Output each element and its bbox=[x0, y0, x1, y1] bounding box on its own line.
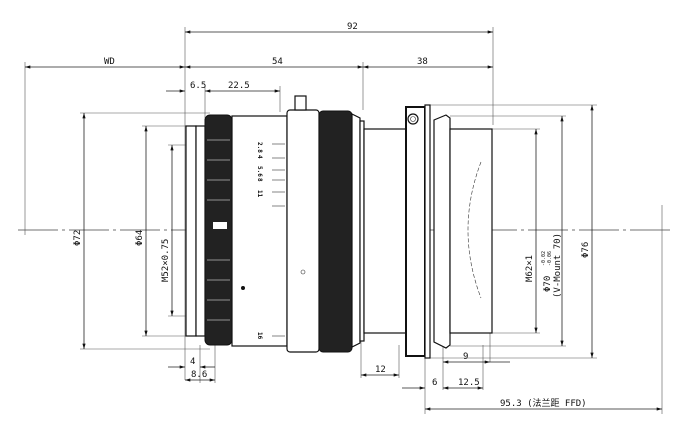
dim-flange-focal-distance: 95.3 (法兰距 FFD) bbox=[500, 397, 587, 409]
aperture-scale-ticks bbox=[272, 143, 285, 337]
dim-working-distance: WD bbox=[104, 57, 115, 67]
dim-flange-diameter: Φ76 bbox=[581, 242, 591, 258]
dim-6: 6 bbox=[432, 378, 437, 388]
dim-12-5: 12.5 bbox=[458, 378, 480, 388]
svg-text:16: 16 bbox=[256, 332, 263, 340]
dimension-lines bbox=[25, 30, 663, 411]
svg-text:11: 11 bbox=[256, 190, 263, 198]
dim-overall-length: 92 bbox=[347, 22, 358, 32]
dim-mount-name: (V-Mount 70) bbox=[553, 233, 563, 298]
svg-text:8: 8 bbox=[256, 178, 263, 182]
dim-filter-ring-diameter: Φ64 bbox=[135, 230, 145, 246]
svg-text:4: 4 bbox=[256, 155, 263, 159]
dim-front-length: 54 bbox=[272, 57, 283, 67]
front-knurled-ring bbox=[204, 114, 233, 346]
rear-knurled-ring bbox=[318, 110, 353, 353]
dim-mount-tol-lower: -0.06 bbox=[547, 251, 553, 266]
dim-outer-diameter: Φ72 bbox=[73, 230, 83, 246]
dim-front-step: 6.5 bbox=[190, 81, 206, 91]
mount-screw-icon bbox=[407, 113, 419, 125]
dim-8-6: 8.6 bbox=[191, 370, 207, 380]
dim-rear-thread: M62×1 bbox=[525, 255, 535, 282]
dim-4: 4 bbox=[190, 357, 195, 367]
dim-mount-diameter: Φ70 bbox=[543, 276, 553, 292]
dim-focus-ring-pos: 22.5 bbox=[228, 81, 250, 91]
aperture-scale: 2.8 4 5.6 8 11 16 bbox=[256, 142, 263, 340]
focus-collar bbox=[286, 109, 320, 353]
dim-9: 9 bbox=[463, 352, 468, 362]
svg-text:5.6: 5.6 bbox=[256, 166, 263, 177]
dim-rear-length: 38 bbox=[417, 57, 428, 67]
dim-filter-thread: M52×0.75 bbox=[161, 239, 171, 282]
lock-screw-tab bbox=[294, 95, 307, 111]
dim-mount-tol-upper: -0.02 bbox=[541, 251, 547, 266]
svg-text:2.8: 2.8 bbox=[256, 142, 263, 153]
lens-body bbox=[185, 95, 493, 359]
dim-12: 12 bbox=[375, 365, 386, 375]
